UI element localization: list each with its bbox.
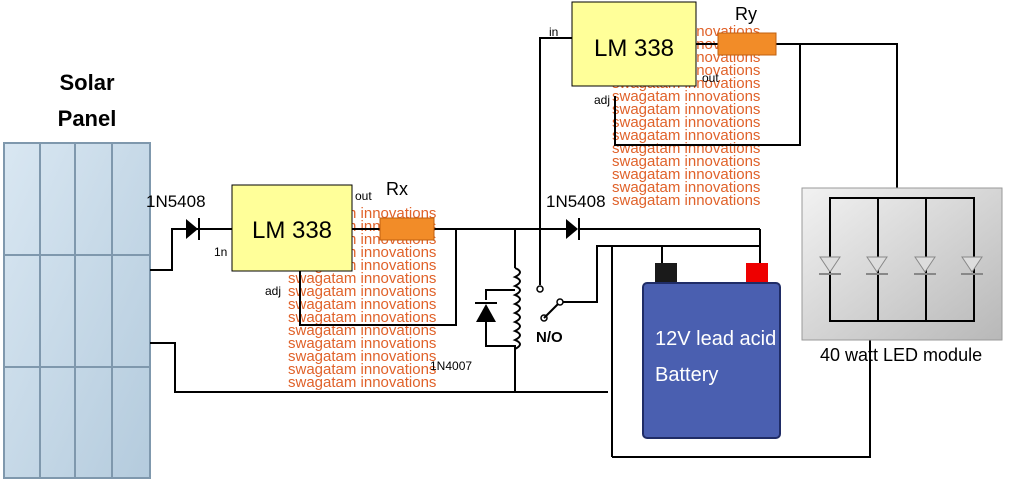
resistor-ry-label: Ry: [735, 4, 757, 24]
solar-panel-label-line2: Panel: [58, 106, 117, 131]
lm338-main-pin-in: 1n: [214, 245, 227, 259]
battery-terminal-negative: [655, 263, 677, 283]
diode-output: [566, 218, 580, 240]
watermark-text: swagatam innovations: [288, 270, 436, 287]
diode-flyback: [475, 302, 497, 322]
lm338-secondary-pin-adj: adj: [594, 93, 610, 107]
watermark-text: swagatam innovations: [612, 114, 760, 131]
diode-output-label: 1N5408: [546, 192, 606, 211]
resistor-rx: [379, 217, 435, 241]
lm338-main-label: LM 338: [252, 217, 332, 244]
led-icon: [914, 256, 936, 275]
relay-coil: [512, 267, 521, 350]
relay-contacts: [536, 285, 564, 322]
solar-panel-label-line1: Solar: [59, 70, 114, 95]
diode-input: [186, 218, 200, 240]
battery-label-line2: Battery: [655, 364, 718, 386]
watermark-text: swagatam innovations: [612, 101, 760, 118]
battery-body: [642, 282, 781, 439]
resistor-rx-label: Rx: [386, 179, 408, 199]
solar-panel: [3, 142, 151, 479]
watermark-text: swagatam innovations: [288, 322, 436, 339]
led-module-label: 40 watt LED module: [820, 345, 982, 365]
watermark-text: swagatam innovations: [612, 166, 760, 183]
lm338-secondary-body: [571, 1, 697, 87]
relay-contact-label: N/O: [536, 329, 563, 346]
watermark-text: swagatam innovations: [612, 192, 760, 209]
battery-label-line1: 12V lead acid: [655, 328, 776, 350]
lm338-main-body: [231, 184, 353, 272]
diode-input-label: 1N5408: [146, 192, 206, 211]
diode-flyback-label: 1N4007: [430, 359, 472, 373]
lm338-main-pin-out: out: [355, 189, 372, 203]
watermark-text: swagatam innovations: [288, 335, 436, 352]
battery-terminal-positive: [746, 263, 768, 283]
resistor-ry: [717, 32, 777, 56]
wires: [150, 37, 898, 458]
watermark-text: swagatam innovations: [288, 374, 436, 391]
watermark-text: swagatam innovations: [612, 88, 760, 105]
watermark-text: swagatam innovations: [612, 153, 760, 170]
watermark-text: swagatam innovations: [288, 283, 436, 300]
lm338-secondary-pin-in: in: [549, 25, 558, 39]
lm338-main-pin-adj: adj: [265, 284, 281, 298]
led-icon: [961, 256, 983, 275]
watermark-text: swagatam innovations: [288, 348, 436, 365]
led-icon: [866, 256, 888, 275]
led-icon: [819, 256, 841, 275]
watermark-text: swagatam innovations: [288, 309, 436, 326]
watermark-text: swagatam innovations: [612, 127, 760, 144]
lm338-secondary-label: LM 338: [594, 35, 674, 62]
watermark-text: swagatam innovations: [288, 296, 436, 313]
lm338-secondary-pin-out: out: [702, 71, 719, 85]
watermark-text: swagatam innovations: [288, 361, 436, 378]
watermark-text: swagatam innovations: [612, 179, 760, 196]
